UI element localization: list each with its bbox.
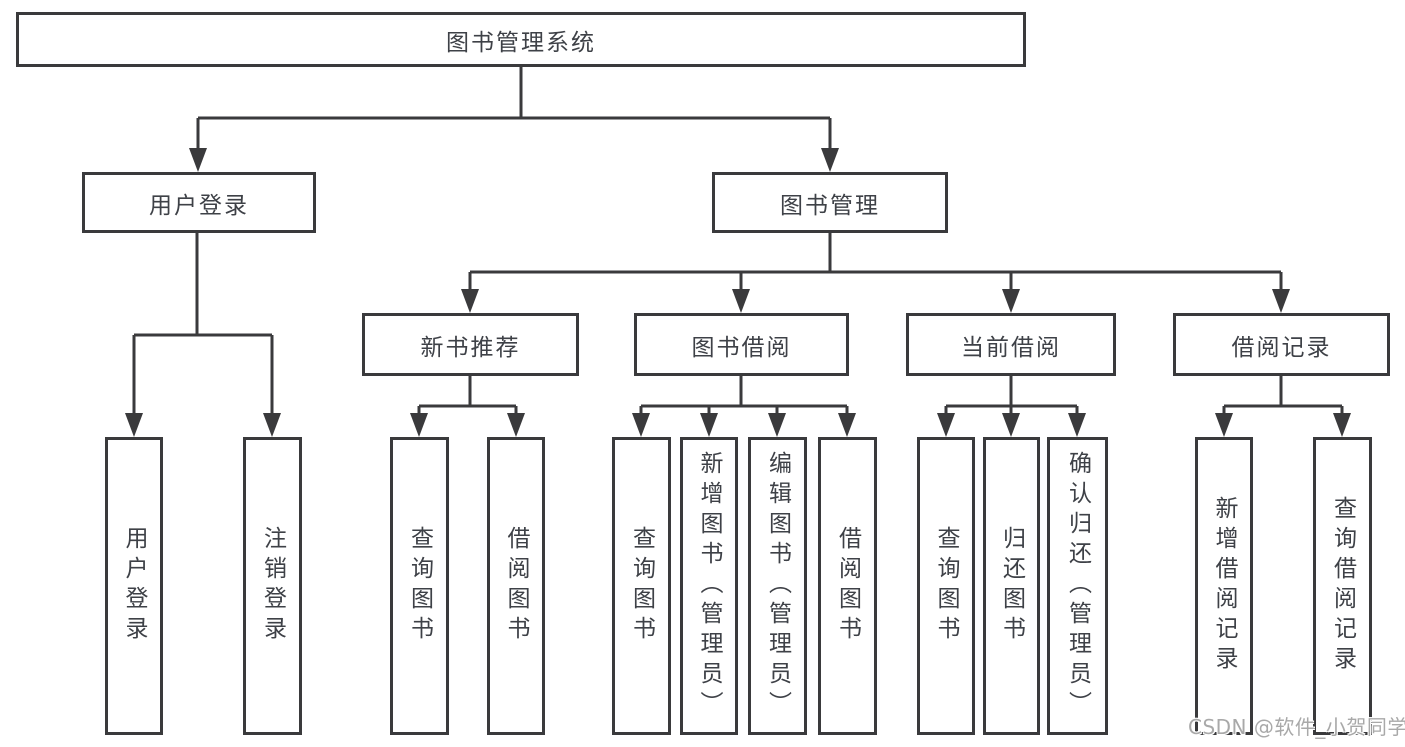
- leaf-return-books: 归还图书: [983, 437, 1040, 735]
- node-current-borrowing: 当前借阅: [906, 313, 1116, 376]
- leaf-logout-login: 注销登录: [243, 437, 302, 735]
- node-book-borrowing: 图书借阅: [634, 313, 849, 376]
- connector-book-management-branch: [461, 233, 1290, 313]
- leaf-borrow-books-borrowing: 借阅图书: [818, 437, 877, 735]
- connector-user-login-branch: [125, 233, 281, 437]
- leaf-query-books-borrowing: 查询图书: [612, 437, 671, 735]
- node-borrowing-records: 借阅记录: [1173, 313, 1390, 376]
- node-user-login: 用户登录: [82, 172, 316, 233]
- leaf-query-borrow-record: 查询借阅记录: [1313, 437, 1372, 735]
- connector-current-borrowing-branch: [937, 376, 1086, 437]
- leaf-query-books-current: 查询图书: [917, 437, 975, 735]
- connector-new-book-rec-branch: [410, 376, 525, 437]
- connector-borrowing-records-branch: [1215, 376, 1351, 437]
- connector-root-branch: [189, 67, 839, 172]
- leaf-add-borrow-record: 新增借阅记录: [1195, 437, 1253, 735]
- node-book-management: 图书管理: [712, 172, 948, 233]
- leaf-query-books-recommend: 查询图书: [390, 437, 449, 735]
- leaf-confirm-return-admin: 确认归还（管理员）: [1047, 437, 1108, 735]
- leaf-user-login: 用户登录: [105, 437, 163, 735]
- leaf-edit-books-admin: 编辑图书（管理员）: [748, 437, 807, 735]
- node-new-book-recommendation: 新书推荐: [362, 313, 579, 376]
- node-root-library-system: 图书管理系统: [16, 12, 1026, 67]
- leaf-borrow-books-recommend: 借阅图书: [487, 437, 545, 735]
- leaf-add-books-admin: 新增图书（管理员）: [680, 437, 738, 735]
- csdn-watermark: CSDN @软件_小贺同学: [1188, 715, 1405, 739]
- connector-book-borrowing-branch: [632, 376, 856, 437]
